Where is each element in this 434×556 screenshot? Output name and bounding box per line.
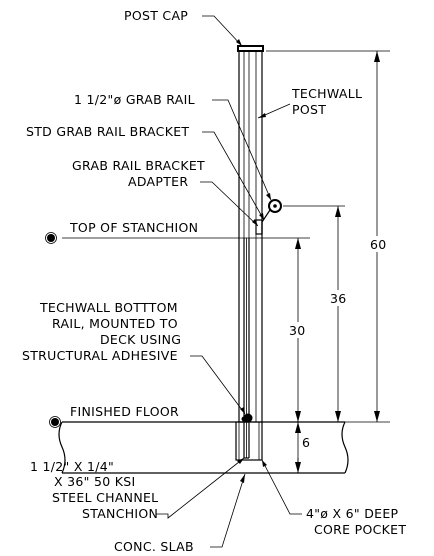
finished-floor-marker (49, 416, 61, 428)
dimension-6-label: 6 (302, 435, 310, 450)
steel-channel-stanchion (243, 238, 250, 459)
label-post-cap: POST CAP (124, 8, 188, 23)
label-bottom-rail-line3: DECK USING (100, 332, 181, 347)
label-adapter-line1: GRAB RAIL BRACKET (72, 158, 205, 173)
bracket-adapter (255, 219, 263, 235)
label-adapter-line2: ADAPTER (128, 174, 188, 189)
dimension-36: 36 (329, 206, 347, 422)
label-channel-line2: X 36" 50 KSI (54, 474, 135, 489)
label-top-of-stanchion: TOP OF STANCHION (69, 220, 198, 235)
post-cap (237, 45, 264, 52)
grab-rail-assembly (255, 199, 282, 235)
label-bottom-rail-line2: RAIL, MOUNTED TO (52, 316, 178, 331)
label-conc-slab: CONC. SLAB (114, 539, 194, 554)
dimension-extension-lines (266, 50, 390, 474)
dimension-60-label: 60 (370, 237, 387, 252)
label-bottom-rail-line4: STRUCTURAL ADHESIVE (22, 348, 178, 363)
label-channel-line4: STANCHION (82, 506, 158, 521)
label-core-line2: CORE POCKET (314, 522, 406, 537)
dimension-60: 60 (369, 51, 387, 422)
label-channel-line3: STEEL CHANNEL (52, 490, 158, 505)
grab-rail-circle (268, 199, 282, 213)
label-std-bracket: STD GRAB RAIL BRACKET (26, 124, 189, 139)
dimension-36-label: 36 (330, 291, 347, 306)
dimension-30-label: 30 (289, 323, 306, 338)
dimension-6: 6 (295, 422, 310, 473)
label-core-line1: 4"ø X 6" DEEP (306, 506, 399, 521)
dimension-30: 30 (288, 238, 306, 422)
label-bottom-rail-line1: TECHWALL BOTTTOM (39, 300, 178, 315)
label-finished-floor: FINISHED FLOOR (70, 404, 179, 419)
top-of-stanchion-line (45, 232, 310, 244)
label-grab-rail: 1 1/2"ø GRAB RAIL (74, 92, 195, 107)
label-channel-line1: 1 1/2" X 1/4" (30, 459, 114, 474)
label-techwall-post-line2: POST (292, 102, 326, 117)
techwall-post (237, 45, 264, 423)
label-techwall-post-line1: TECHWALL (291, 86, 362, 101)
